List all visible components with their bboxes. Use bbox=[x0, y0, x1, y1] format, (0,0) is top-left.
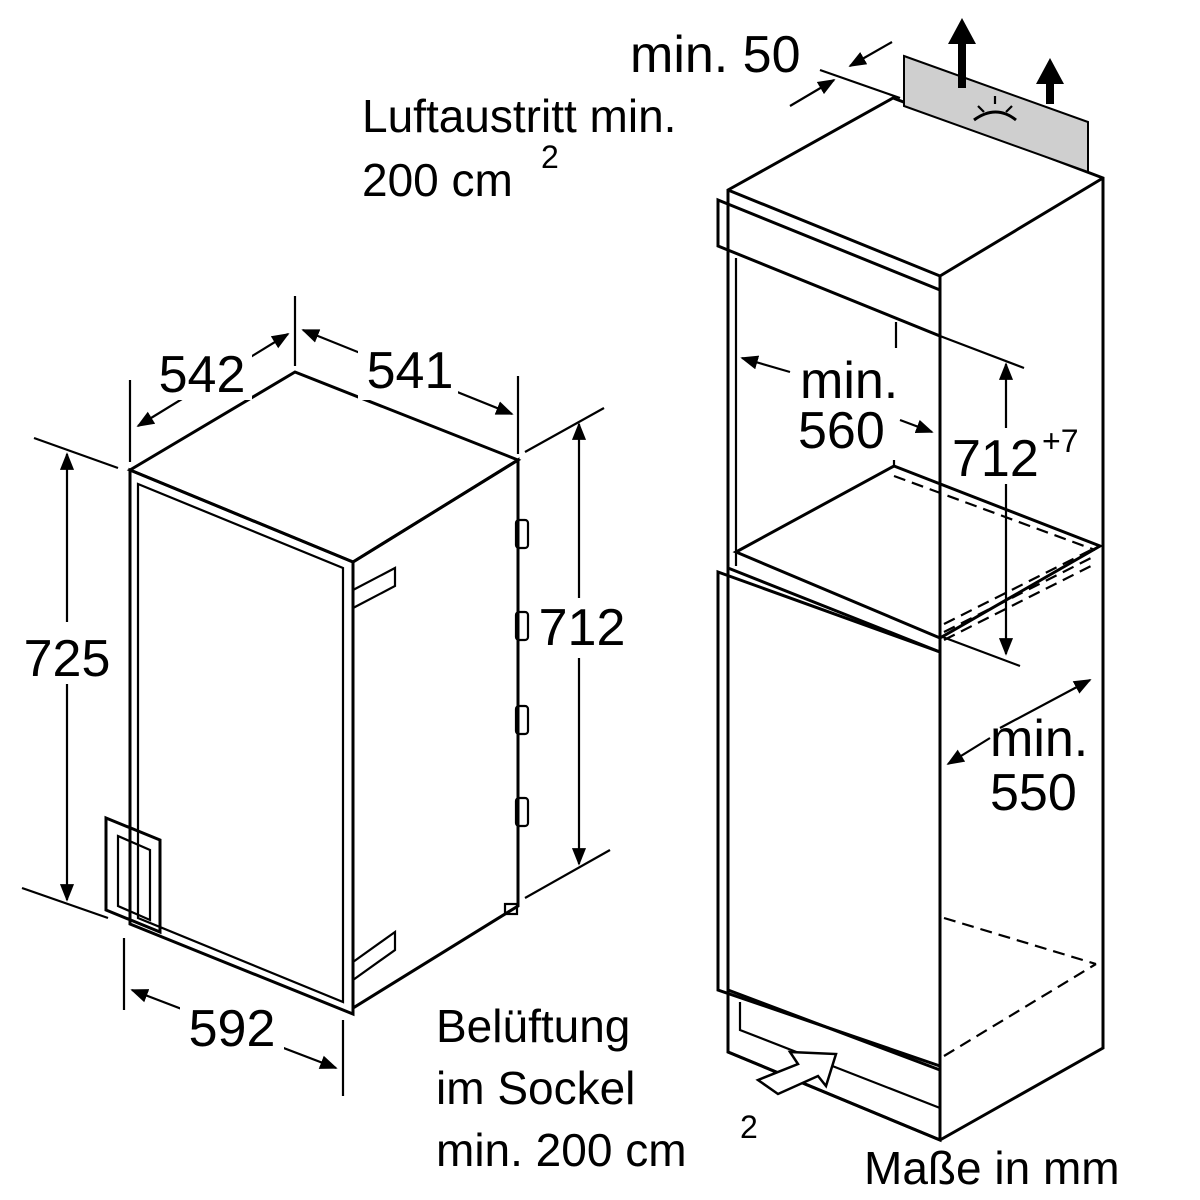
dim-label-niche-depth-min: min. bbox=[800, 352, 898, 410]
appliance-side-face bbox=[351, 457, 520, 1011]
dim-label-541: 541 bbox=[367, 342, 454, 400]
vent-line3: min. 200 cm bbox=[436, 1124, 687, 1176]
appliance-door bbox=[128, 467, 355, 1017]
dim-label-niche-depth: 560 bbox=[798, 402, 885, 460]
arrow-up-icon bbox=[948, 18, 976, 88]
cabinet-drawing: min. 50 min. 560 712 +7 min. 550 bbox=[630, 18, 1105, 1143]
dim-label-725: 725 bbox=[24, 630, 111, 688]
arrow-up-icon bbox=[1036, 58, 1064, 104]
upper-cabinet-door bbox=[716, 197, 942, 339]
air-outlet-exponent: 2 bbox=[541, 139, 559, 175]
dim-label-712: 712 bbox=[539, 599, 626, 657]
arrow-right-icon bbox=[755, 1050, 838, 1096]
cabinet-outline bbox=[726, 96, 1105, 1142]
appliance-bracket-bottom bbox=[351, 929, 397, 983]
ventilation-grille bbox=[903, 54, 1089, 174]
dim-label-niche-height: 712 bbox=[952, 430, 1039, 488]
air-outlet-line1: Luftaustritt min. bbox=[362, 90, 676, 142]
dim-label-592: 592 bbox=[189, 1000, 276, 1058]
dim-label-side-depth-min: min. bbox=[990, 710, 1088, 768]
appliance-door-inner bbox=[136, 482, 345, 1004]
cabinet-plinth bbox=[726, 987, 942, 1143]
vent-line2: im Sockel bbox=[436, 1062, 635, 1114]
vent-exponent: 2 bbox=[740, 1109, 758, 1145]
vent-line1: Belüftung bbox=[436, 1000, 630, 1052]
appliance-control-panel bbox=[104, 815, 162, 935]
air-outlet-line2: 200 cm bbox=[362, 154, 513, 206]
dim-label-gap-top: min. 50 bbox=[630, 26, 801, 84]
lower-cabinet-door bbox=[716, 569, 942, 1069]
appliance-drawing: 725 712 542 541 592 bbox=[20, 296, 634, 1096]
fan-icon bbox=[973, 96, 1017, 122]
dim-label-542: 542 bbox=[159, 346, 246, 404]
units-note: Maße in mm bbox=[864, 1142, 1120, 1194]
niche-shelf bbox=[732, 464, 1104, 640]
dim-label-niche-tolerance: +7 bbox=[1042, 423, 1078, 459]
appliance-foot bbox=[503, 902, 519, 916]
air-outlet-note: Luftaustritt min. 200 cm 2 bbox=[362, 90, 676, 206]
dim-label-side-depth: 550 bbox=[990, 764, 1077, 822]
appliance-bracket-top bbox=[351, 566, 397, 610]
appliance-hinges bbox=[514, 518, 530, 828]
plinth-ventilation-note: Belüftung im Sockel min. 200 cm 2 bbox=[436, 1000, 758, 1176]
